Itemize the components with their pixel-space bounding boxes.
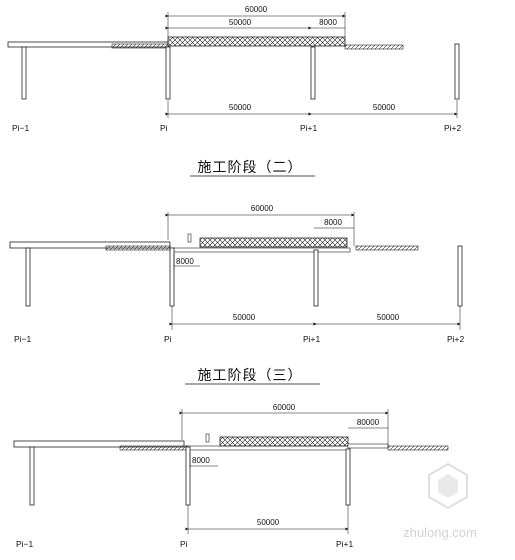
dim-bottom-left: 50000 (233, 313, 256, 322)
piers (21, 43, 460, 100)
pier-label: Pi (180, 539, 188, 549)
dim-top-right: 8000 (324, 218, 342, 227)
deck-existing (13, 440, 185, 448)
dim-bottom-right: 50000 (373, 103, 396, 112)
pier-label: Pi−1 (12, 123, 30, 133)
pier-label: Pi+1 (336, 539, 354, 549)
pier-label: Pi (160, 123, 168, 133)
front-segment (344, 44, 404, 50)
pier-label: Pi+1 (300, 123, 318, 133)
dim-top-total: 60000 (251, 204, 274, 213)
pier-label: Pi−1 (16, 539, 34, 549)
watermark: zhulong.com (403, 462, 477, 540)
pier-pi-plus-2 (457, 245, 463, 307)
deck-new (185, 445, 351, 451)
stage-3-heading: 施工阶段（三） (198, 368, 303, 384)
stage-3: 60000 80000 8000 50000 Pi−1 Pi Pi+1 (13, 403, 449, 549)
pier-pi (165, 46, 171, 100)
pier-pi-plus-1 (345, 448, 351, 506)
dim-bottom-left: 50000 (229, 103, 252, 112)
jack (187, 233, 192, 243)
launching-girder (167, 36, 346, 47)
pier-pi-plus-1 (310, 46, 316, 100)
rear-segment (111, 43, 169, 49)
dim-left-small: 8000 (176, 257, 194, 266)
pier-pi-plus-2 (454, 43, 460, 100)
stage-2-heading: 施工阶段（二） (198, 160, 303, 176)
jack (205, 433, 210, 443)
dim-top-total: 60000 (245, 5, 268, 14)
pier-label: Pi+2 (444, 123, 462, 133)
stage-2: 60000 8000 8000 50000 50000 Pi−1 Pi Pi+1… (9, 204, 465, 344)
stage-1: 60000 50000 8000 50000 50000 Pi−1 Pi Pi+… (7, 5, 462, 133)
pier-pi (185, 446, 191, 506)
pier-pi-minus-1 (25, 247, 31, 307)
front-segment (387, 445, 449, 451)
dim-top-right: 80000 (357, 418, 380, 427)
pier-label: Pi−1 (14, 334, 32, 344)
pier-label: Pi+1 (303, 334, 321, 344)
deck-existing (9, 241, 171, 249)
pier-pi-minus-1 (29, 446, 35, 506)
pier-label: Pi+2 (447, 334, 465, 344)
rear-segment (119, 445, 189, 451)
watermark-text: zhulong.com (403, 525, 477, 540)
dim-top-total: 60000 (273, 403, 296, 412)
pier-label: Pi (164, 334, 172, 344)
dim-left-small: 8000 (192, 456, 210, 465)
watermark-logo-icon (428, 462, 468, 510)
front-segment (355, 245, 419, 251)
dim-bottom-left: 50000 (257, 518, 280, 527)
deck-gap (347, 443, 389, 449)
rear-segment (105, 245, 171, 251)
dim-bottom-right: 50000 (377, 313, 400, 322)
pier-pi-minus-1 (21, 46, 27, 100)
launching-girder (219, 436, 349, 447)
deck-new (169, 247, 351, 253)
pier-pi-plus-1 (313, 249, 319, 307)
dim-top-inner: 50000 (229, 18, 252, 27)
pier-pi (169, 247, 175, 307)
launching-girder (199, 237, 348, 248)
dim-top-right: 8000 (319, 18, 337, 27)
